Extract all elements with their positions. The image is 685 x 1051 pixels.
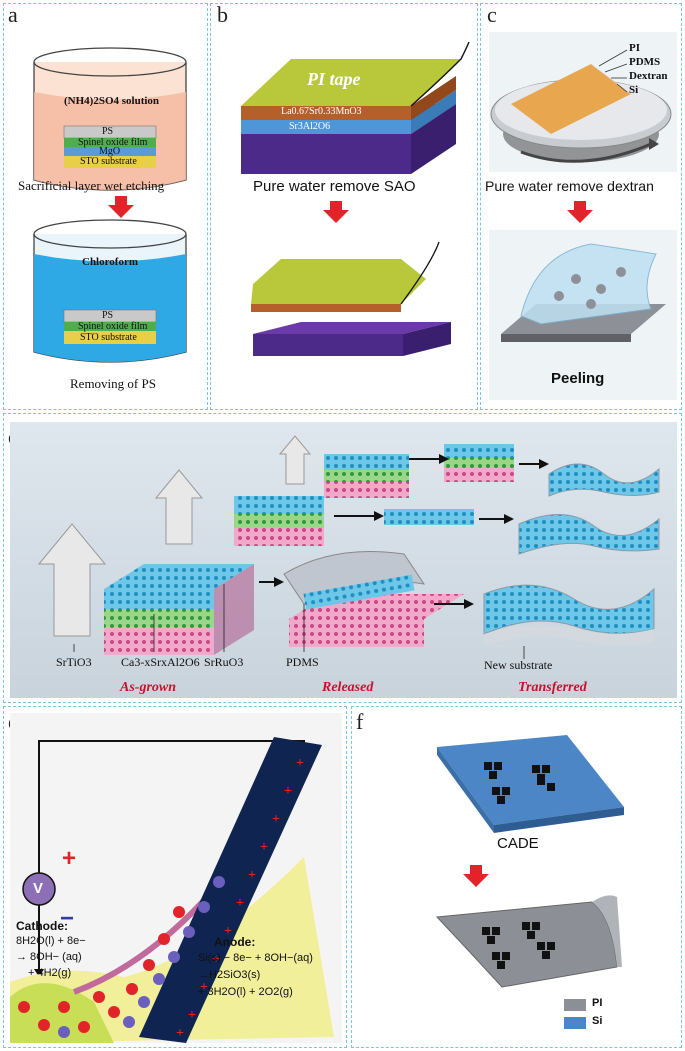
label-pdms-d: PDMS (286, 655, 319, 669)
layer-sto-bottom: STO substrate (80, 332, 137, 343)
layer-ps-top: PS (102, 126, 114, 137)
caption-remove-sao: Pure water remove SAO (253, 178, 416, 195)
plus-terminal: + (62, 845, 77, 872)
layer-si-c: Si (629, 84, 639, 96)
down-arrow-a (108, 196, 134, 218)
panel-label-f: f (356, 709, 364, 734)
legend-si: Si (592, 1015, 603, 1027)
arrow-001 (37, 523, 107, 637)
arrow-111 (278, 435, 312, 485)
caption-removing-ps: Removing of PS (70, 376, 156, 391)
cade-label: CADE (497, 835, 539, 852)
label-new-substrate: New substrate (484, 658, 553, 672)
label-srruo3: SrRuO3 (204, 655, 244, 669)
layer-spinel-top: Spinel oxide film (78, 137, 148, 148)
stage-transferred: Transferred (518, 680, 587, 695)
panel-d: d (3, 413, 682, 703)
label-srtio3: SrTiO3 (56, 655, 92, 669)
anode-line-1: Si(s) − 8e− + 8OH−(aq) (198, 952, 313, 964)
stage-released: Released (322, 680, 374, 695)
sao-label: Sr3Al2O6 (289, 121, 331, 132)
caption-remove-dextran: Pure water remove dextran (485, 178, 654, 194)
caption-etching: Sacrificial layer wet etching (18, 178, 165, 193)
layer-mgo-top: MgO (99, 146, 121, 157)
arrow-110 (154, 469, 204, 545)
panel-label-c: c (487, 2, 497, 27)
cade-diagram-f (435, 735, 624, 1029)
cathode-title: Cathode: (16, 919, 68, 933)
layer-sto-top: STO substrate (80, 156, 137, 167)
svg-text:+: + (248, 868, 256, 883)
svg-text:+: + (260, 840, 268, 855)
label-casral: Ca3-xSrxAl2O6 (121, 655, 200, 669)
transfer-diagram-d (10, 422, 677, 698)
panel-label-a: a (8, 2, 18, 27)
voltmeter-icon: V (33, 880, 44, 897)
layer-ps-bottom: PS (102, 310, 114, 321)
electrochem-diagram-e: + + + + + + + + + + + (10, 713, 342, 1043)
legend-pi: PI (592, 997, 603, 1009)
svg-text:+: + (212, 952, 220, 967)
layer-stack-diagram-b (241, 41, 470, 356)
svg-text:+: + (176, 1026, 184, 1041)
panel-label-b: b (217, 2, 228, 27)
anode-line-2: →H2SiO3(s) (198, 969, 261, 981)
stage-as-grown: As-grown (120, 680, 177, 695)
peeling-label: Peeling (551, 370, 605, 387)
panel-f: f CADE PI Si (351, 706, 682, 1048)
layer-dextran-c: Dextran (629, 70, 668, 82)
legend-swatch-si (564, 1017, 586, 1029)
spin-coat-diagram-c (489, 32, 677, 400)
svg-text:+: + (284, 784, 292, 799)
beaker-diagram-a (33, 47, 187, 363)
chloroform-label: Chloroform (82, 256, 139, 268)
svg-text:+: + (200, 980, 208, 995)
ion-cloud (18, 876, 225, 1038)
svg-text:+: + (236, 896, 244, 911)
solution-label: (NH4)2SO4 solution (64, 95, 160, 107)
cathode-line-3: + 4H2(g) (28, 967, 72, 979)
panel-e: e +++ +++ +++ ++ (3, 706, 347, 1048)
layer-pi-c: PI (629, 42, 640, 54)
layer-spinel-bottom: Spinel oxide film (78, 321, 148, 332)
minus-terminal: − (60, 905, 75, 932)
legend-swatch-pi (564, 999, 586, 1011)
cathode-line-1: 8H2O(l) + 8e− (16, 935, 86, 947)
anode-line-3: + 3H2O(l) + 2O2(g) (198, 986, 293, 998)
svg-text:+: + (296, 756, 304, 771)
cathode-line-2: → 8OH− (aq) (16, 951, 82, 963)
svg-text:+: + (188, 1008, 196, 1023)
beaker-top (33, 47, 187, 191)
panel-a: a (NH4)2SO4 solution PS Spinel oxide f (3, 2, 208, 410)
panel-c: c PI PDMS Dextran Si Pure water remove d… (480, 2, 682, 410)
svg-text:+: + (224, 924, 232, 939)
lsmo-label: La0.67Sr0.33MnO3 (281, 106, 362, 117)
anode-title: Anode: (214, 935, 256, 949)
svg-text:+: + (272, 812, 280, 827)
layer-pdms-c: PDMS (629, 56, 661, 68)
panel-b: b PI tape La0.67Sr0.33MnO3 Sr3Al2O6 Pure… (210, 2, 478, 410)
beaker-bottom (33, 219, 187, 363)
pi-tape-label: PI tape (307, 69, 361, 89)
